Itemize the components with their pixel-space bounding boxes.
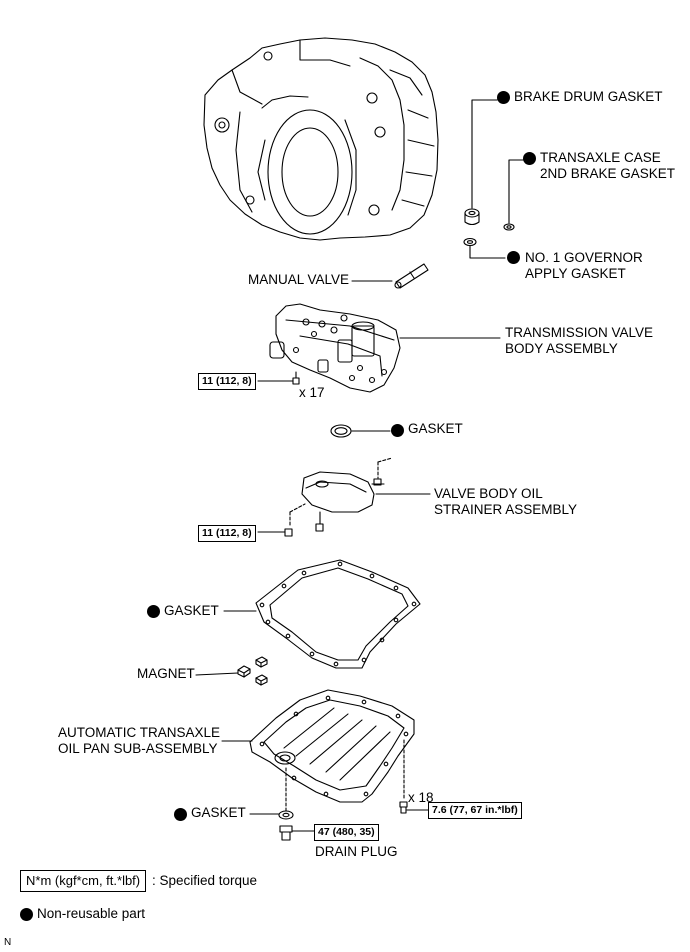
drain-gasket-part xyxy=(249,810,294,820)
label-gasket-2: GASKET xyxy=(164,603,219,618)
legend-nonreusable-text: Non-reusable part xyxy=(37,906,146,921)
nonreusable-dot-gasket-2 xyxy=(147,605,160,618)
nonreusable-dot-gasket-3 xyxy=(174,808,187,821)
nonreusable-dot-transaxle-case xyxy=(523,152,536,165)
label-magnet: MAGNET xyxy=(137,666,195,681)
torque-drain-plug: 47 (480, 35) xyxy=(314,824,379,841)
corner-mark: N xyxy=(4,937,12,948)
legend-nonreusable-dot xyxy=(20,908,33,921)
nonreusable-dot-governor xyxy=(507,251,520,264)
nonreusable-dot-brake-drum xyxy=(497,91,510,104)
legend-torque-box: N*m (kgf*cm, ft.*lbf) xyxy=(20,870,147,892)
magnet-part xyxy=(195,656,268,686)
oil-strainer-part xyxy=(257,457,431,537)
count-oil-pan-bolts: x 18 xyxy=(408,790,434,805)
torque-oil-pan-bolt: 7.6 (77, 67 in.*lbf) xyxy=(428,802,522,819)
drain-plug-part xyxy=(279,825,315,841)
label-manual-valve: MANUAL VALVE xyxy=(248,272,350,287)
oil-pan-part xyxy=(221,689,415,813)
label-drain-plug: DRAIN PLUG xyxy=(315,844,398,859)
label-gasket-1: GASKET xyxy=(408,421,463,436)
label-brake-drum-gasket: BRAKE DRUM GASKET xyxy=(514,89,663,104)
gasket-ring-part xyxy=(330,424,391,438)
label-gasket-3: GASKET xyxy=(191,805,246,820)
label-valve-body-line2: BODY ASSEMBLY xyxy=(505,341,618,356)
valve-body-part xyxy=(257,303,501,393)
label-oil-pan-line1: AUTOMATIC TRANSAXLE xyxy=(58,725,221,740)
manual-valve-part xyxy=(351,263,429,289)
brake-drum-gasket-part xyxy=(464,99,498,226)
transaxle-housing xyxy=(203,37,439,241)
oil-pan-bolt-part xyxy=(399,801,429,814)
label-governor-line1: NO. 1 GOVERNOR xyxy=(525,250,643,265)
torque-valve-body-bolt: 11 (112, 8) xyxy=(198,373,256,390)
label-strainer-line2: STRAINER ASSEMBLY xyxy=(434,502,578,517)
label-transaxle-case-line1: TRANSAXLE CASE xyxy=(540,150,661,165)
torque-strainer-bolt: 11 (112, 8) xyxy=(198,525,256,542)
label-oil-pan-line2: OIL PAN SUB-ASSEMBLY xyxy=(58,741,218,756)
transaxle-case-gasket-part xyxy=(503,159,524,231)
label-valve-body-line1: TRANSMISSION VALVE xyxy=(505,325,654,340)
legend-torque-text: : Specified torque xyxy=(152,873,258,888)
governor-gasket-part xyxy=(463,237,506,259)
label-strainer-line1: VALVE BODY OIL xyxy=(434,486,543,501)
count-valve-body-bolts: x 17 xyxy=(299,385,325,400)
label-governor-line2: APPLY GASKET xyxy=(525,266,626,281)
oil-pan-gasket-part xyxy=(223,559,421,669)
nonreusable-dot-gasket-1 xyxy=(391,424,404,437)
label-transaxle-case-line2: 2ND BRAKE GASKET xyxy=(540,166,676,181)
